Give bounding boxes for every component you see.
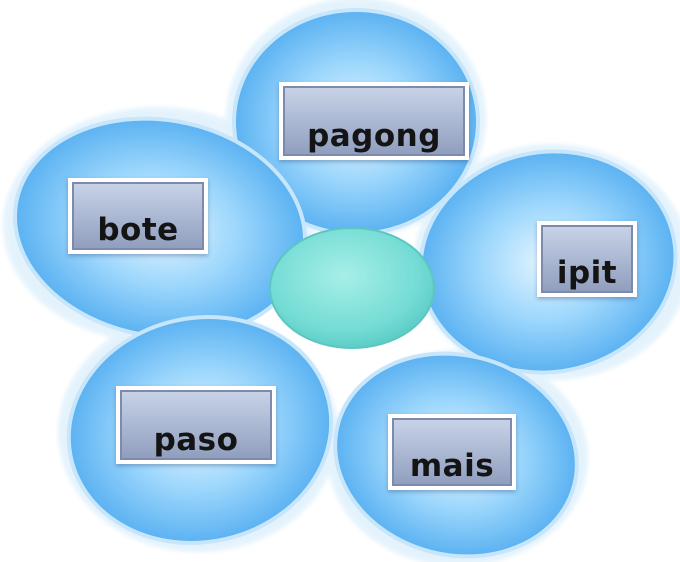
word-label-paso: paso	[116, 386, 276, 464]
flower-center	[269, 227, 435, 349]
word-label-mais: mais	[388, 414, 516, 490]
word-label-ipit: ipit	[537, 221, 637, 297]
word-label-bote: bote	[68, 178, 208, 254]
word-label-pagong: pagong	[279, 82, 469, 160]
